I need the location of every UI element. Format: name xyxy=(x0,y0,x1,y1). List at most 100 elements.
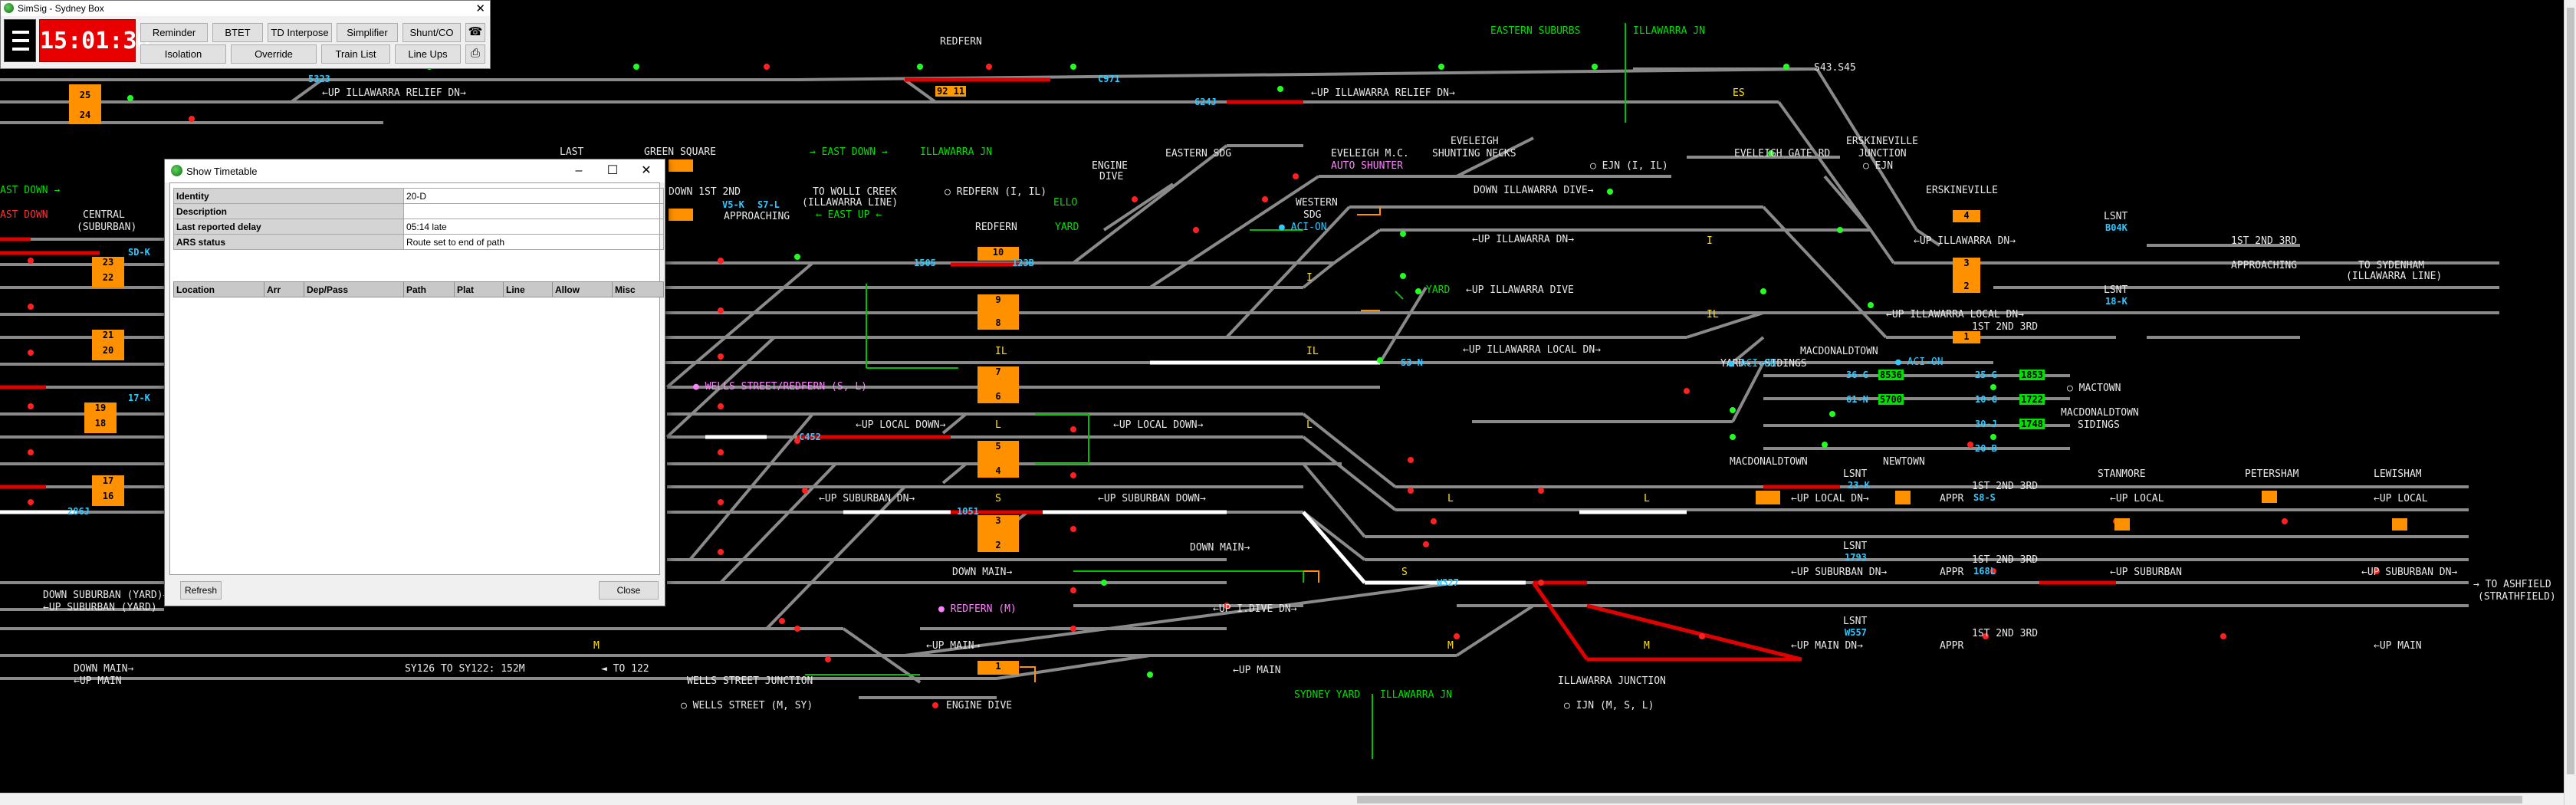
scrollbar-thumb[interactable] xyxy=(2567,8,2574,774)
platform-8[interactable]: 8 xyxy=(978,311,1019,330)
platform-5[interactable]: 5 xyxy=(978,441,1019,458)
btet-button[interactable]: BTET xyxy=(212,23,263,42)
platform-16[interactable]: 16 xyxy=(92,491,124,506)
berth-8536[interactable]: 8536 xyxy=(1878,370,1904,380)
printer-icon[interactable]: ⎙ xyxy=(465,44,485,64)
erskineville-platform-3[interactable]: 3 xyxy=(1953,258,1980,273)
isolation-button[interactable]: Isolation xyxy=(140,44,226,64)
berth-w557[interactable]: W557 xyxy=(1845,627,1867,638)
berth-v5k[interactable]: V5-K xyxy=(722,199,744,210)
column-header-line[interactable]: Line xyxy=(503,281,553,297)
berth-s3n[interactable]: S3-N xyxy=(1401,357,1423,368)
column-header-allow[interactable]: Allow xyxy=(552,281,613,297)
signals[interactable] xyxy=(28,64,2403,708)
dialog-titlebar[interactable]: Show Timetable – ☐ ✕ xyxy=(165,159,665,182)
platform-3[interactable]: 3 xyxy=(978,515,1019,532)
platform-2[interactable]: 2 xyxy=(978,532,1019,552)
column-header-arr[interactable]: Arr xyxy=(264,281,304,297)
horizontal-scrollbar[interactable] xyxy=(0,793,2564,805)
override-button[interactable]: Override xyxy=(231,44,317,64)
reminder-button[interactable]: Reminder xyxy=(140,23,208,42)
platform-7[interactable]: 7 xyxy=(978,366,1019,383)
berth-36g[interactable]: 36-G xyxy=(1846,370,1868,380)
td-interpose-button[interactable]: TD Interpose xyxy=(268,23,332,42)
property-value[interactable]: 20-D xyxy=(403,188,664,204)
erskineville-platform-2[interactable]: 2 xyxy=(1953,273,1980,293)
berth-286j[interactable]: 286J xyxy=(67,506,90,517)
berth-61n[interactable]: 61-N xyxy=(1846,394,1868,405)
platform-21[interactable]: 21 xyxy=(92,330,124,345)
column-header-misc[interactable]: Misc xyxy=(612,281,664,297)
berth-1722[interactable]: 1722 xyxy=(2019,394,2045,405)
platform-23[interactable]: 23 xyxy=(92,257,124,272)
berth-5700[interactable]: 5700 xyxy=(1878,394,1904,405)
berth-s7l[interactable]: S7-L xyxy=(757,199,780,210)
train-list-button[interactable]: Train List xyxy=(321,44,390,64)
window-titlebar[interactable]: SimSig - Sydney Box ✕ xyxy=(1,1,490,16)
berth-168l[interactable]: 168L xyxy=(1973,566,1996,577)
berth-92-11[interactable]: 92 11 xyxy=(935,86,967,97)
line-ups-button[interactable]: Line Ups xyxy=(395,44,461,64)
platform-9[interactable]: 9 xyxy=(978,294,1019,311)
berth-1793[interactable]: 1793 xyxy=(1845,552,1867,563)
platform-24[interactable]: 24 xyxy=(69,106,101,124)
column-header-path[interactable]: Path xyxy=(403,281,455,297)
maximize-icon[interactable]: ☐ xyxy=(606,164,619,177)
vertical-scrollbar[interactable] xyxy=(2564,0,2576,805)
platform-20[interactable]: 20 xyxy=(92,345,124,360)
berth-b04k[interactable]: B04K xyxy=(2105,222,2128,233)
platform-18[interactable]: 18 xyxy=(84,418,117,433)
shunt-co-button[interactable]: Shunt/CO xyxy=(402,23,461,42)
berth-10g[interactable]: 10-G xyxy=(1975,394,1997,405)
berth-23k[interactable]: 23-K xyxy=(1848,480,1870,491)
platform-1[interactable]: 1 xyxy=(978,661,1019,675)
column-header-location[interactable]: Location xyxy=(173,281,264,297)
platform-17[interactable]: 17 xyxy=(92,475,124,491)
erskineville-platform-4[interactable]: 4 xyxy=(1953,210,1980,222)
main-menu-button[interactable] xyxy=(4,19,36,62)
property-value[interactable]: 05:14 late xyxy=(403,219,664,235)
lsnt-2: LSNT xyxy=(2104,284,2128,296)
berth-1051[interactable]: 1051 xyxy=(957,506,979,517)
scrollbar-thumb[interactable] xyxy=(1357,796,2522,803)
berth-1505[interactable]: 1505 xyxy=(914,258,936,268)
sim-clock[interactable]: 15:01:30 xyxy=(39,19,151,62)
close-icon[interactable]: ✕ xyxy=(475,2,485,15)
berth-1748[interactable]: 1748 xyxy=(2019,419,2045,429)
berth-20b[interactable]: 20-B xyxy=(1975,443,1997,454)
berth-1853[interactable]: 1853 xyxy=(2019,370,2045,380)
close-button[interactable]: Close xyxy=(599,581,659,600)
berth-30j[interactable]: 30-J xyxy=(1975,419,1997,429)
platform-4[interactable]: 4 xyxy=(978,458,1019,478)
erskineville-platform-1[interactable]: 1 xyxy=(1953,331,1980,343)
berth-5323[interactable]: 5323 xyxy=(308,74,330,84)
property-value[interactable]: Route set to end of path xyxy=(403,234,664,250)
berth-17k[interactable]: 17-K xyxy=(128,393,150,403)
berth-25g[interactable]: 25-G xyxy=(1975,370,1997,380)
close-icon[interactable]: ✕ xyxy=(641,164,652,177)
phone-icon[interactable]: ☎ xyxy=(465,23,485,42)
berth-s8s[interactable]: S8-S xyxy=(1973,492,1996,503)
column-header-plat[interactable]: Plat xyxy=(454,281,504,297)
column-header-dep-pass[interactable]: Dep/Pass xyxy=(304,281,404,297)
timetable-grid[interactable]: Location Arr Dep/Pass Path Plat Line All… xyxy=(173,281,664,297)
berth-18k[interactable]: 18-K xyxy=(2105,296,2128,307)
berth-w327[interactable]: W327 xyxy=(1437,577,1459,588)
platform-6[interactable]: 6 xyxy=(978,383,1019,403)
property-value[interactable] xyxy=(403,203,664,219)
berth-123b[interactable]: 123B xyxy=(1012,258,1034,268)
show-timetable-dialog[interactable]: Show Timetable – ☐ ✕ Identity 20-D Descr… xyxy=(164,159,665,606)
minimize-icon[interactable]: – xyxy=(575,164,583,177)
berth-sdk[interactable]: SD-K xyxy=(128,247,150,258)
berth-624j[interactable]: 624J xyxy=(1194,97,1217,107)
simplifier-button[interactable]: Simplifier xyxy=(337,23,398,42)
platform-25[interactable]: 25 xyxy=(69,84,101,106)
refresh-button[interactable]: Refresh xyxy=(180,581,222,600)
berth-c452[interactable]: C452 xyxy=(799,432,821,442)
platform-22[interactable]: 22 xyxy=(92,272,124,288)
simsig-toolbar-window[interactable]: SimSig - Sydney Box ✕ 15:01:30 Reminder … xyxy=(0,0,491,69)
berth-c971[interactable]: C971 xyxy=(1098,74,1120,84)
platform-19[interactable]: 19 xyxy=(84,402,117,418)
platform-10[interactable]: 10 xyxy=(978,247,1019,261)
